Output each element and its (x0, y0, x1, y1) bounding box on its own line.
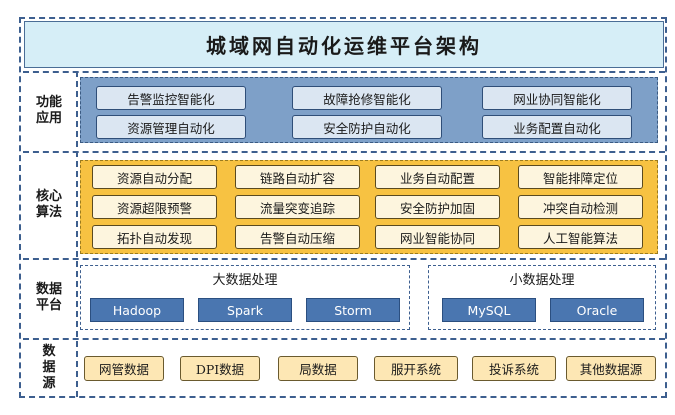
algorithm-item: 人工智能算法 (518, 225, 643, 249)
algorithm-item: 安全防护加固 (375, 195, 500, 219)
function-item: 资源管理自动化 (96, 115, 246, 139)
algorithm-item: 业务自动配置 (375, 165, 500, 189)
label-column-divider (76, 71, 78, 397)
tech-item-mysql: MySQL (442, 298, 536, 322)
data-source-item: DPI数据 (180, 356, 260, 381)
diagram-frame (19, 17, 667, 398)
data-source-item: 投诉系统 (472, 356, 556, 381)
algorithm-item: 资源自动分配 (92, 165, 217, 189)
tech-item-spark: Spark (198, 298, 292, 322)
layer-divider (23, 151, 665, 153)
layer-divider (23, 258, 665, 260)
algorithm-item: 智能排障定位 (518, 165, 643, 189)
diagram-title: 城域网自动化运维平台架构 (24, 21, 664, 68)
small-data-title: 小数据处理 (509, 272, 575, 288)
function-item: 业务配置自动化 (482, 115, 632, 139)
layer-divider (23, 338, 665, 340)
algorithm-item: 拓扑自动发现 (92, 225, 217, 249)
big-data-title: 大数据处理 (212, 272, 278, 288)
tech-item-oracle: Oracle (550, 298, 644, 322)
layer-label-data-source-text: 数据源 (42, 343, 56, 391)
algorithm-item: 告警自动压缩 (235, 225, 360, 249)
data-source-item: 网管数据 (84, 356, 164, 381)
function-item: 故障抢修智能化 (292, 86, 442, 110)
algorithm-item: 冲突自动检测 (518, 195, 643, 219)
layer-label-data-source: 数据源 (23, 338, 75, 397)
small-data-frame (428, 265, 656, 330)
algorithm-item: 链路自动扩容 (235, 165, 360, 189)
data-source-item: 局数据 (278, 356, 358, 381)
layer-divider (23, 71, 665, 73)
tech-item-storm: Storm (306, 298, 400, 322)
algorithm-item: 网业智能协同 (375, 225, 500, 249)
layer-label-function-text: 功能应用 (35, 95, 62, 126)
layer-label-core-text: 核心算法 (35, 188, 62, 220)
algorithm-item: 流量突变追踪 (235, 195, 360, 219)
function-item: 告警监控智能化 (96, 86, 246, 110)
function-item: 安全防护自动化 (292, 115, 442, 139)
layer-label-core: 核心算法 (23, 151, 75, 258)
tech-item-hadoop: Hadoop (90, 298, 184, 322)
algorithm-item: 资源超限预警 (92, 195, 217, 219)
layer-label-function: 功能应用 (23, 71, 75, 151)
layer-label-data-platform-text: 数据平台 (35, 282, 62, 313)
data-source-item: 其他数据源 (566, 356, 656, 381)
function-item: 网业协同智能化 (482, 86, 632, 110)
data-source-item: 服开系统 (374, 356, 458, 381)
layer-label-data-platform: 数据平台 (23, 258, 75, 338)
